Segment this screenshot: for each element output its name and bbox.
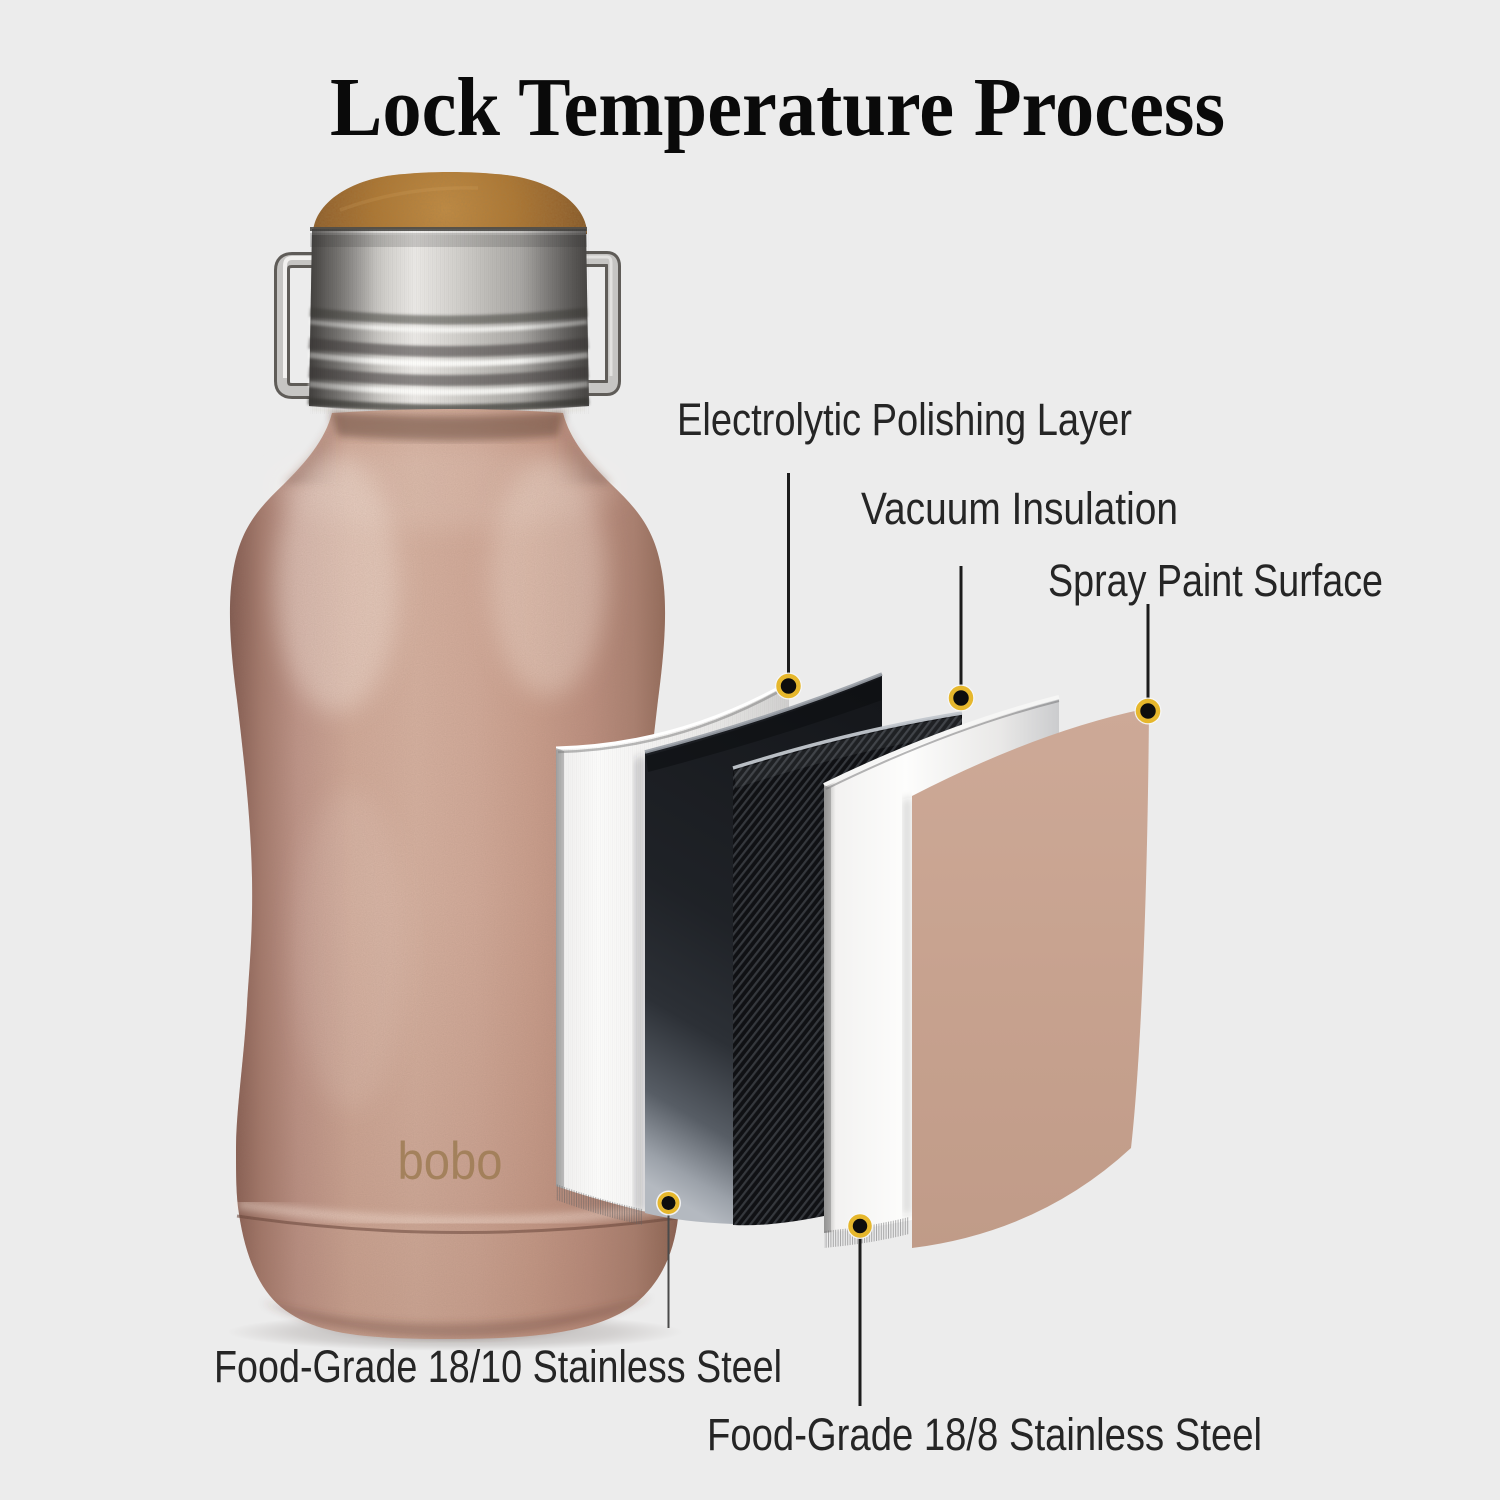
svg-text:bobo: bobo — [398, 1132, 503, 1191]
svg-text:Food-Grade 18/10 Stainless Ste: Food-Grade 18/10 Stainless Steel — [214, 1341, 782, 1392]
svg-text:Lock Temperature Process: Lock Temperature Process — [330, 61, 1225, 154]
svg-text:Food-Grade 18/8 Stainless Stee: Food-Grade 18/8 Stainless Steel — [707, 1409, 1262, 1460]
svg-text:Electrolytic Polishing Layer: Electrolytic Polishing Layer — [677, 394, 1132, 445]
svg-text:Vacuum Insulation: Vacuum Insulation — [861, 483, 1178, 534]
svg-text:Spray Paint Surface: Spray Paint Surface — [1048, 555, 1383, 606]
